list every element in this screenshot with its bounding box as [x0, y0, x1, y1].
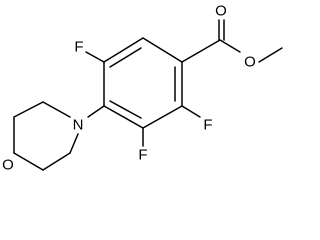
bond-ring-to-n — [87, 105, 105, 118]
double-bond-inner — [109, 47, 142, 68]
bond — [103, 37, 144, 63]
bond-ring-to-carbonyl — [181, 39, 221, 63]
bond — [42, 152, 71, 171]
morpholine-ring — [13, 101, 79, 171]
benzene-ring — [103, 37, 183, 129]
bond — [69, 133, 79, 154]
nitrogen-label: N — [73, 117, 84, 134]
fluorine-right-label: F — [203, 117, 212, 134]
bond-f-right — [181, 105, 201, 118]
bond-f-top — [85, 51, 105, 63]
bond — [142, 105, 183, 129]
bond — [103, 105, 144, 129]
fluorine-bottom-label: F — [138, 147, 147, 164]
bond — [142, 37, 183, 63]
bond — [42, 101, 71, 118]
fluorine-top-label: F — [74, 39, 83, 56]
structure-diagram: F F F N O O O — [2, 3, 283, 174]
oxygen-morpholine-label: O — [2, 157, 14, 174]
oxygen-carbonyl-label: O — [215, 3, 227, 20]
double-bond-inner — [109, 100, 142, 119]
bond-o-to-methyl — [258, 47, 283, 63]
bond — [13, 101, 44, 118]
bond — [13, 152, 44, 171]
bond-carbonyl-to-o — [219, 39, 241, 53]
oxygen-ester-label: O — [244, 54, 256, 71]
